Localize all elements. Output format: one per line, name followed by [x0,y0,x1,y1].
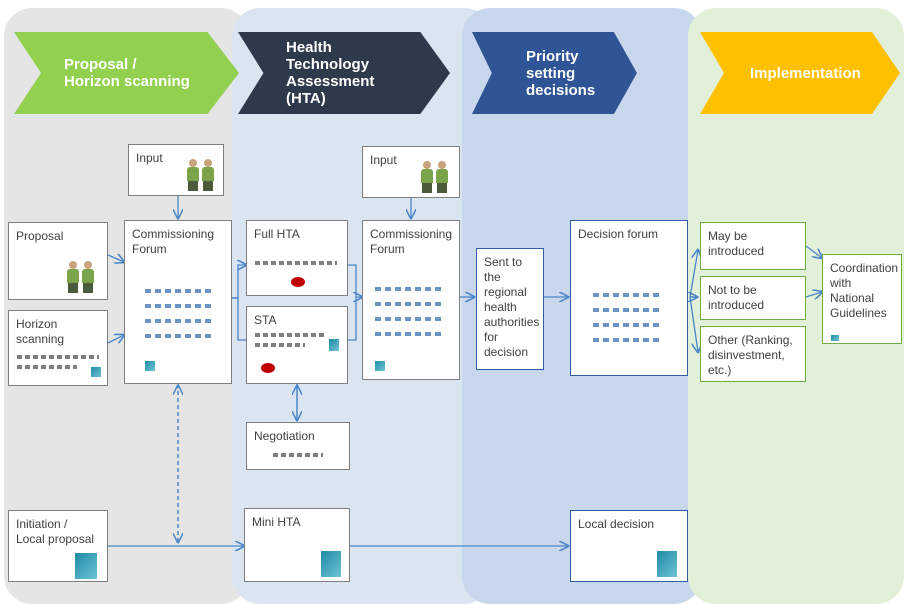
local-decision-label: Local decision [578,517,655,531]
decision-forum-label: Decision forum [578,227,659,241]
sent-to-rha-label: Sent to the regional health authorities … [484,255,540,359]
chevron-priority: Priority setting decisions [472,32,637,114]
logo-strip-icon [255,261,337,271]
decision-forum-box: Decision forum [570,220,688,376]
logo-strip-icon [145,289,215,349]
teal-square-icon [831,335,839,341]
may-be-introduced-label: May be introduced [708,229,765,258]
people-icon [67,259,97,293]
initiation-box: Initiation / Local proposal [8,510,108,582]
red-logo-icon [291,277,305,287]
full-hta-box: Full HTA [246,220,348,296]
teal-square-icon [657,551,677,577]
sent-to-rha-box: Sent to the regional health authorities … [476,248,544,370]
teal-square-icon [329,339,339,351]
lane-title-hta: Health Technology Assessment (HTA) [286,39,375,107]
input-box-2: Input [362,146,460,198]
proposal-label: Proposal [16,229,64,243]
may-be-introduced-box: May be introduced [700,222,806,270]
input-label-1: Input [136,151,163,165]
teal-square-icon [91,367,101,377]
sta-box: STA [246,306,348,384]
negotiation-label: Negotiation [254,429,315,443]
teal-square-icon [321,551,341,577]
horizon-scanning-box: Horizon scanning [8,310,108,386]
negotiation-box: Negotiation [246,422,350,470]
people-icon [187,157,217,191]
input-box-1: Input [128,144,224,196]
commissioning-forum-box-2: Commissioning Forum [362,220,460,380]
commissioning-forum-label-1: Commissioning Forum [132,227,215,256]
logo-strip-icon [255,333,325,353]
initiation-label: Initiation / Local proposal [16,517,95,546]
red-logo-icon [261,363,275,373]
coordination-label: Coordination with National Guidelines [830,261,899,320]
teal-square-icon [375,361,385,371]
other-outcome-box: Other (Ranking, disinvestment, etc.) [700,326,806,382]
logo-strip-icon [593,293,663,353]
logo-strip-icon [273,453,323,463]
commissioning-forum-label-2: Commissioning Forum [370,227,453,256]
horizon-scanning-label: Horizon scanning [16,317,65,346]
lane-title-implementation: Implementation [750,64,861,82]
commissioning-forum-box-1: Commissioning Forum [124,220,232,384]
other-outcome-label: Other (Ranking, disinvestment, etc.) [708,333,793,377]
proposal-box: Proposal [8,222,108,300]
logo-strip-icon [17,355,99,375]
teal-square-icon [75,553,97,579]
mini-hta-box: Mini HTA [244,508,350,582]
sta-label: STA [254,313,277,327]
not-to-be-introduced-label: Not to be introduced [708,283,765,312]
input-label-2: Input [370,153,397,167]
people-icon [421,159,451,193]
chevron-implementation: Implementation [700,32,900,114]
chevron-proposal: Proposal / Horizon scanning [14,32,239,114]
teal-square-icon [145,361,155,371]
mini-hta-label: Mini HTA [252,515,301,529]
not-to-be-introduced-box: Not to be introduced [700,276,806,320]
local-decision-box: Local decision [570,510,688,582]
lane-title-priority: Priority setting decisions [526,47,596,99]
chevron-hta: Health Technology Assessment (HTA) [238,32,450,114]
coordination-box: Coordination with National Guidelines [822,254,902,344]
logo-strip-icon [375,287,445,347]
lane-title-proposal: Proposal / Horizon scanning [64,56,190,90]
full-hta-label: Full HTA [254,227,300,241]
